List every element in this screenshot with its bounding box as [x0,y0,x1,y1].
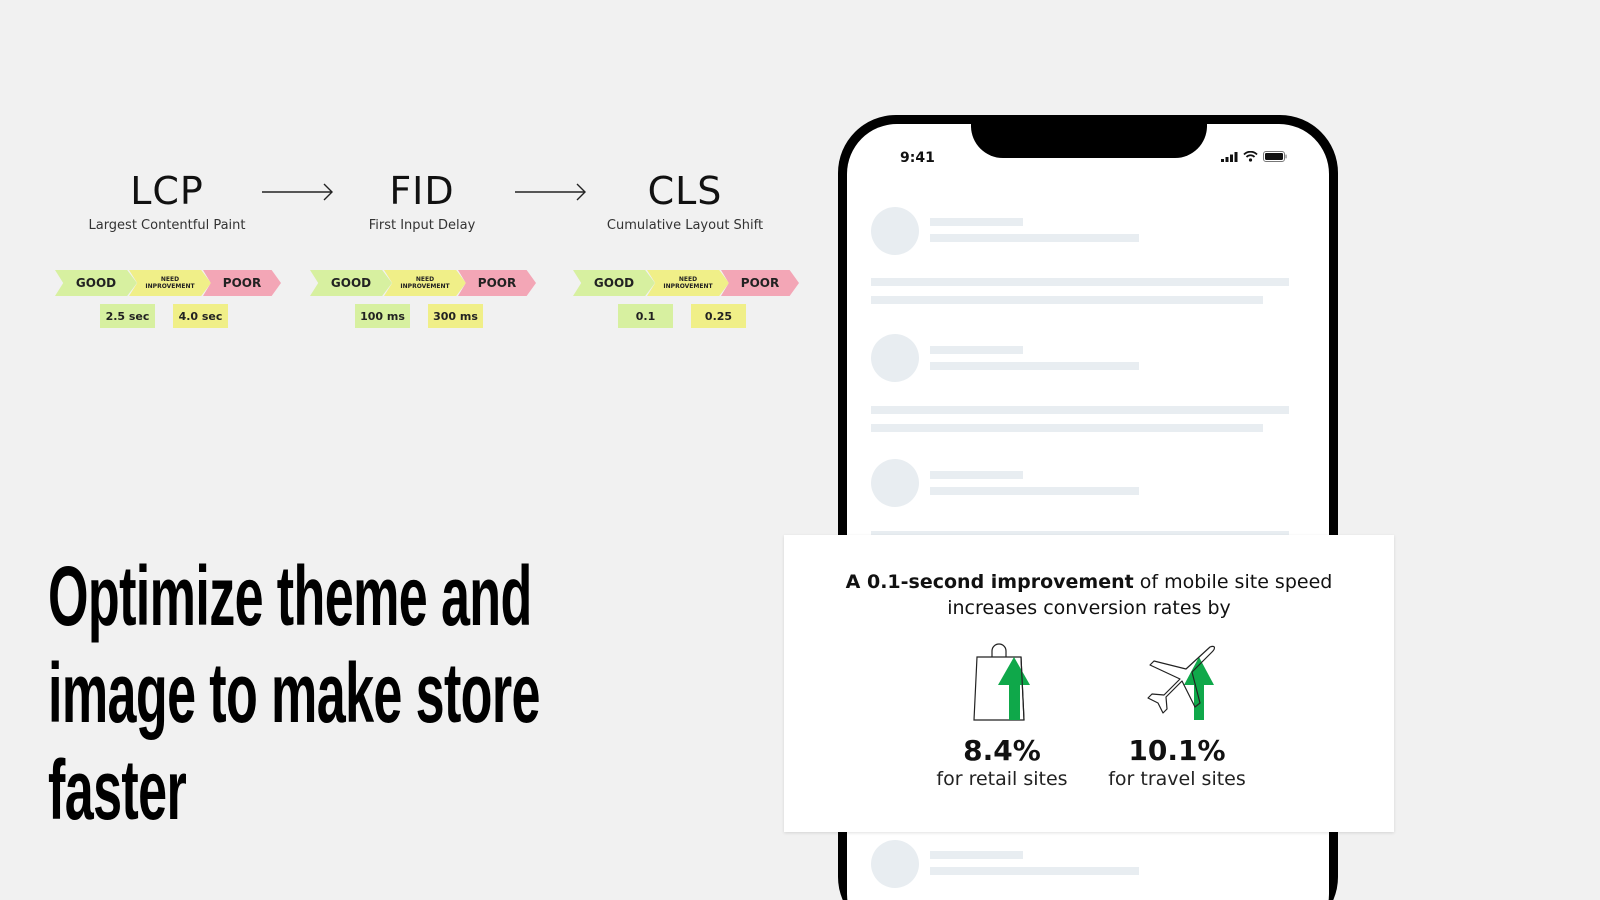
stat-travel: 10.1% for travel sites [1097,643,1257,791]
metric-abbr: FID [389,169,455,213]
page-title: Optimize theme and image to make store f… [48,548,668,839]
threshold-good: 0.1 [618,304,673,328]
scale-poor: POOR [721,270,799,296]
phone-notch [971,124,1207,158]
metric-full-name: Largest Contentful Paint [88,218,246,233]
skeleton-line [930,362,1139,370]
skeleton-line [930,867,1139,875]
signal-icon [1221,151,1238,162]
threshold-poor: 4.0 sec [173,304,228,328]
skeleton-avatar [871,840,919,888]
metric-cls: CLS Cumulative Layout Shift [565,168,805,233]
scale-poor: POOR [203,270,281,296]
skeleton-line [930,487,1139,495]
skeleton-line [930,851,1023,859]
skeleton-line [871,424,1263,432]
metric-full-name: Cumulative Layout Shift [606,218,764,233]
metric-full-name: First Input Delay [368,218,476,233]
status-time: 9:41 [900,150,935,166]
scale-poor: POOR [458,270,536,296]
scale-poor-label: POOR [222,276,262,290]
arrow-right-icon [262,183,333,201]
card-intro: A 0.1-second improvement of mobile site … [784,569,1394,621]
skeleton-line [871,278,1289,286]
threshold-good: 100 ms [355,304,410,328]
skeleton-line [930,218,1023,226]
metric-fid: FID First Input Delay [302,168,542,233]
threshold-poor: 300 ms [428,304,483,328]
skeleton-avatar [871,207,919,255]
skeleton-line [871,296,1263,304]
stat-value: 10.1% [1128,734,1226,767]
scale-good: GOOD [55,270,137,296]
scale-good: GOOD [310,270,392,296]
battery-icon [1263,151,1287,162]
skeleton-line [930,346,1023,354]
stat-value: 8.4% [963,734,1041,767]
title-line: Optimize theme and [48,549,532,643]
scale-good-label: GOOD [330,276,372,290]
wifi-icon [1243,151,1258,162]
title-line: faster [48,743,187,837]
airplane-icon [1147,645,1216,720]
threshold-poor: 0.25 [691,304,746,328]
arrow-right-icon [515,183,586,201]
metric-abbr: CLS [647,169,723,213]
card-intro-line2: increases conversion rates by [947,597,1231,619]
metric-abbr: LCP [130,169,204,213]
skeleton-line [871,406,1289,414]
conversion-stats-card: A 0.1-second improvement of mobile site … [784,535,1394,832]
metric-lcp: LCP Largest Contentful Paint [47,168,287,233]
status-icons [1221,151,1287,162]
scale-poor-label: POOR [740,276,780,290]
skeleton-avatar [871,459,919,507]
scale-good-label: GOOD [75,276,117,290]
stat-label: for retail sites [936,768,1068,790]
shopping-bag-icon [973,643,1030,721]
skeleton-line [930,471,1023,479]
stat-retail: 8.4% for retail sites [922,643,1082,791]
threshold-good: 2.5 sec [100,304,155,328]
stat-label: for travel sites [1108,768,1246,790]
card-intro-bold: A 0.1-second improvement [845,571,1134,593]
skeleton-avatar [871,334,919,382]
scale-good-label: GOOD [593,276,635,290]
card-intro-rest: of mobile site speed [1133,571,1333,593]
skeleton-line [930,234,1139,242]
scale-poor-label: POOR [477,276,517,290]
title-line: image to make store [48,646,540,740]
scale-good: GOOD [573,270,655,296]
